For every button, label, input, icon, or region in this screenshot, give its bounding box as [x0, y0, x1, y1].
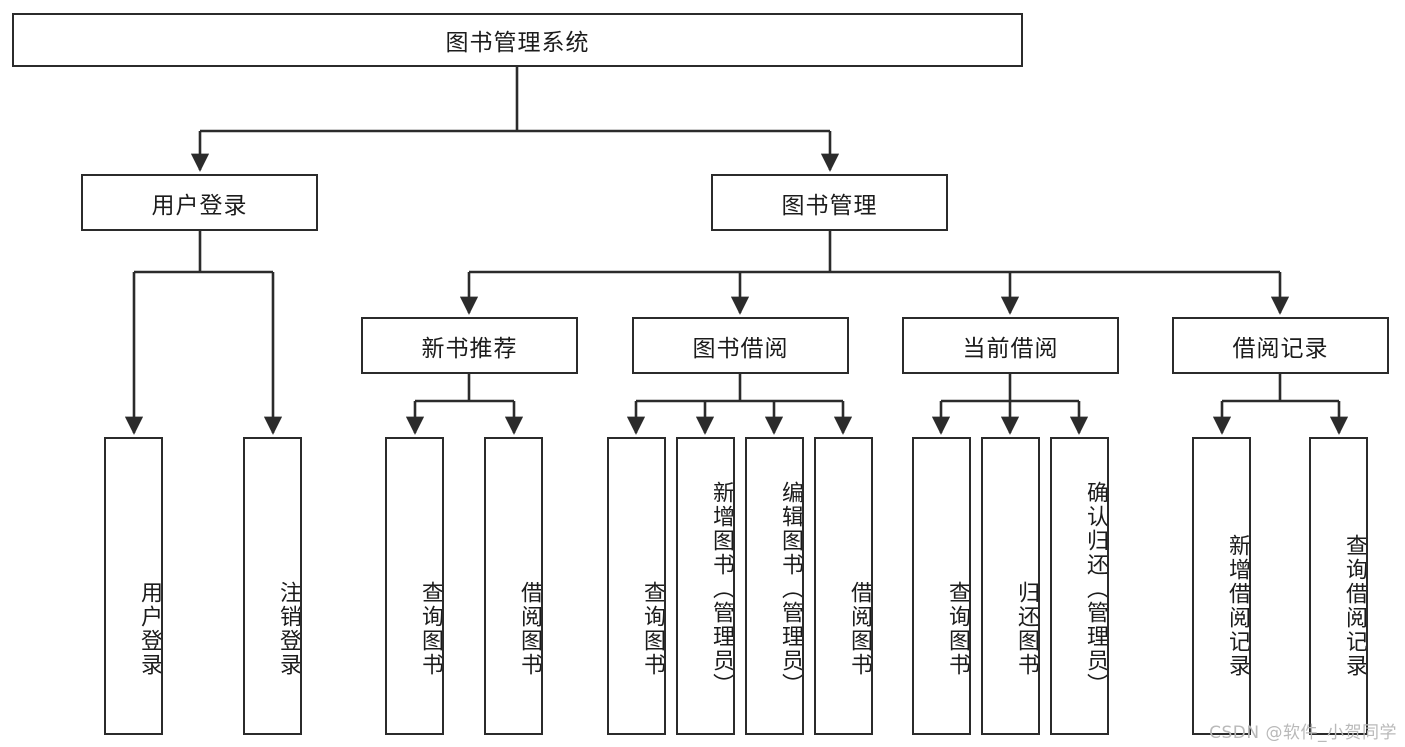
node-leaf-query-borrow-record[interactable]: 查询借阅记录 [1309, 437, 1368, 735]
node-label: 用户登录 [151, 192, 248, 219]
node-label: 新书推荐 [421, 335, 518, 362]
node-leaf-add-borrow-record[interactable]: 新增借阅记录 [1192, 437, 1251, 735]
node-label: 图书管理系统 [445, 30, 590, 56]
node-leaf-logout-login[interactable]: 注销登录 [243, 437, 302, 735]
node-book-borrow[interactable]: 图书借阅 [632, 317, 849, 374]
node-label: 新增借阅记录 [1225, 534, 1250, 678]
node-borrow-record[interactable]: 借阅记录 [1172, 317, 1389, 374]
node-label: 查询图书 [640, 581, 665, 677]
csdn-watermark: CSDN @软件_小贺同学 [1209, 723, 1397, 743]
node-label: 借阅图书 [517, 581, 542, 677]
node-label: 确认归还（管理员） [1083, 481, 1108, 697]
node-label: 编辑图书（管理员） [778, 481, 803, 697]
node-label: 归还图书 [1014, 581, 1039, 677]
node-user-login[interactable]: 用户登录 [81, 174, 318, 231]
node-label: 用户登录 [137, 581, 162, 677]
node-book-management-system[interactable]: 图书管理系统 [12, 13, 1023, 67]
node-leaf-query-book-2[interactable]: 查询图书 [607, 437, 666, 735]
node-label: 查询图书 [418, 581, 443, 677]
node-label: 查询借阅记录 [1342, 534, 1367, 678]
node-label: 查询图书 [945, 581, 970, 677]
node-label: 图书借阅 [692, 335, 789, 362]
node-leaf-query-book-1[interactable]: 查询图书 [385, 437, 444, 735]
node-label: 图书管理 [781, 192, 878, 219]
node-leaf-return-book[interactable]: 归还图书 [981, 437, 1040, 735]
node-new-book-recommend[interactable]: 新书推荐 [361, 317, 578, 374]
node-leaf-user-login[interactable]: 用户登录 [104, 437, 163, 735]
node-label: 借阅图书 [847, 581, 872, 677]
node-label: 注销登录 [276, 581, 301, 677]
node-leaf-confirm-return[interactable]: 确认归还（管理员） [1050, 437, 1109, 735]
node-leaf-query-book-3[interactable]: 查询图书 [912, 437, 971, 735]
node-leaf-borrow-book-2[interactable]: 借阅图书 [814, 437, 873, 735]
node-label: 新增图书（管理员） [709, 481, 734, 697]
node-label: 当前借阅 [962, 335, 1059, 362]
node-leaf-edit-book[interactable]: 编辑图书（管理员） [745, 437, 804, 735]
node-leaf-add-book[interactable]: 新增图书（管理员） [676, 437, 735, 735]
node-book-management[interactable]: 图书管理 [711, 174, 948, 231]
node-label: 借阅记录 [1232, 335, 1329, 362]
node-leaf-borrow-book-1[interactable]: 借阅图书 [484, 437, 543, 735]
node-current-borrow[interactable]: 当前借阅 [902, 317, 1119, 374]
